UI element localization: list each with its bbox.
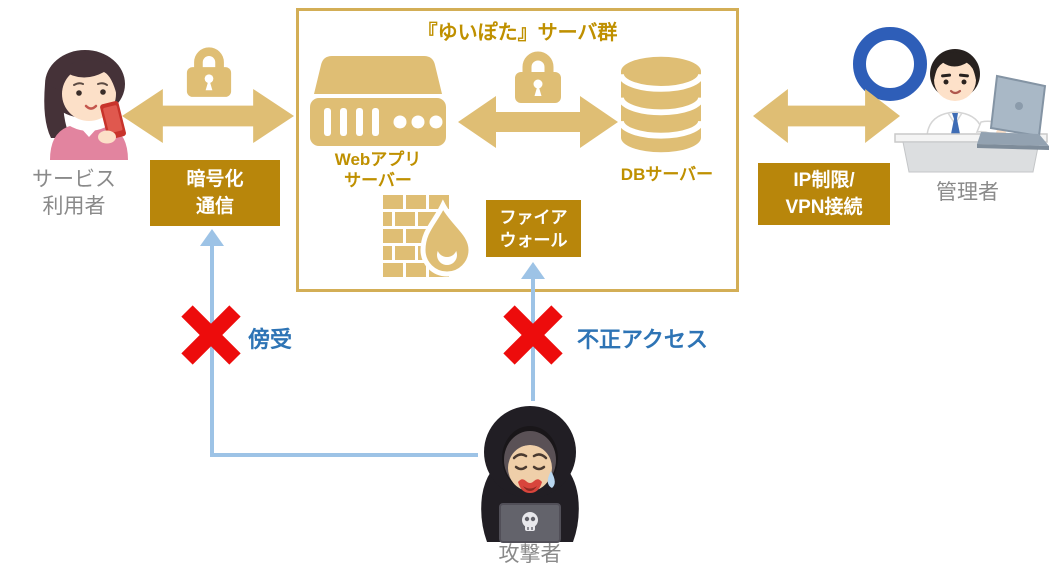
ip-vpn-box: IP制限/ VPN接続: [758, 163, 890, 225]
intercept-label: 傍受: [248, 327, 293, 352]
server-group-box: [296, 8, 739, 292]
arrow-user-server: [122, 89, 294, 143]
attacker-illustration: [481, 406, 579, 543]
db-server-icon: [621, 56, 701, 153]
lock-icon-user: [186, 47, 232, 97]
lock-icon-internal: [515, 51, 561, 103]
user-label: サービス 利用者: [32, 168, 116, 218]
firewall-label-box: ファイア ウォール: [486, 200, 581, 257]
blocked-x-icon-unauthorized: [503, 305, 563, 365]
arrow-admin-server: [753, 89, 900, 143]
web-server-icon: [310, 56, 446, 146]
arrow-up-icon-encryption: [200, 229, 224, 246]
encryption-box: 暗号化 通信: [150, 160, 280, 226]
web-server-label: Webアプリ サーバー: [334, 150, 422, 190]
attack-line-vertical-left: [210, 244, 214, 456]
server-group-title: 『ゆいぽた』サーバ群: [417, 22, 618, 44]
admin-label: 管理者: [936, 181, 999, 204]
unauthorized-access-label: 不正アクセス: [577, 327, 708, 352]
attack-line-horizontal: [210, 453, 478, 457]
firewall-icon: [383, 195, 474, 277]
db-server-label: DBサーバー: [620, 165, 714, 184]
attacker-label: 攻撃者: [498, 543, 562, 566]
user-illustration: [44, 50, 128, 160]
admin-illustration: [894, 49, 1049, 173]
blocked-x-icon-intercept: [181, 305, 241, 365]
arrow-up-icon-firewall: [521, 262, 545, 279]
arrow-web-db: [458, 96, 618, 148]
